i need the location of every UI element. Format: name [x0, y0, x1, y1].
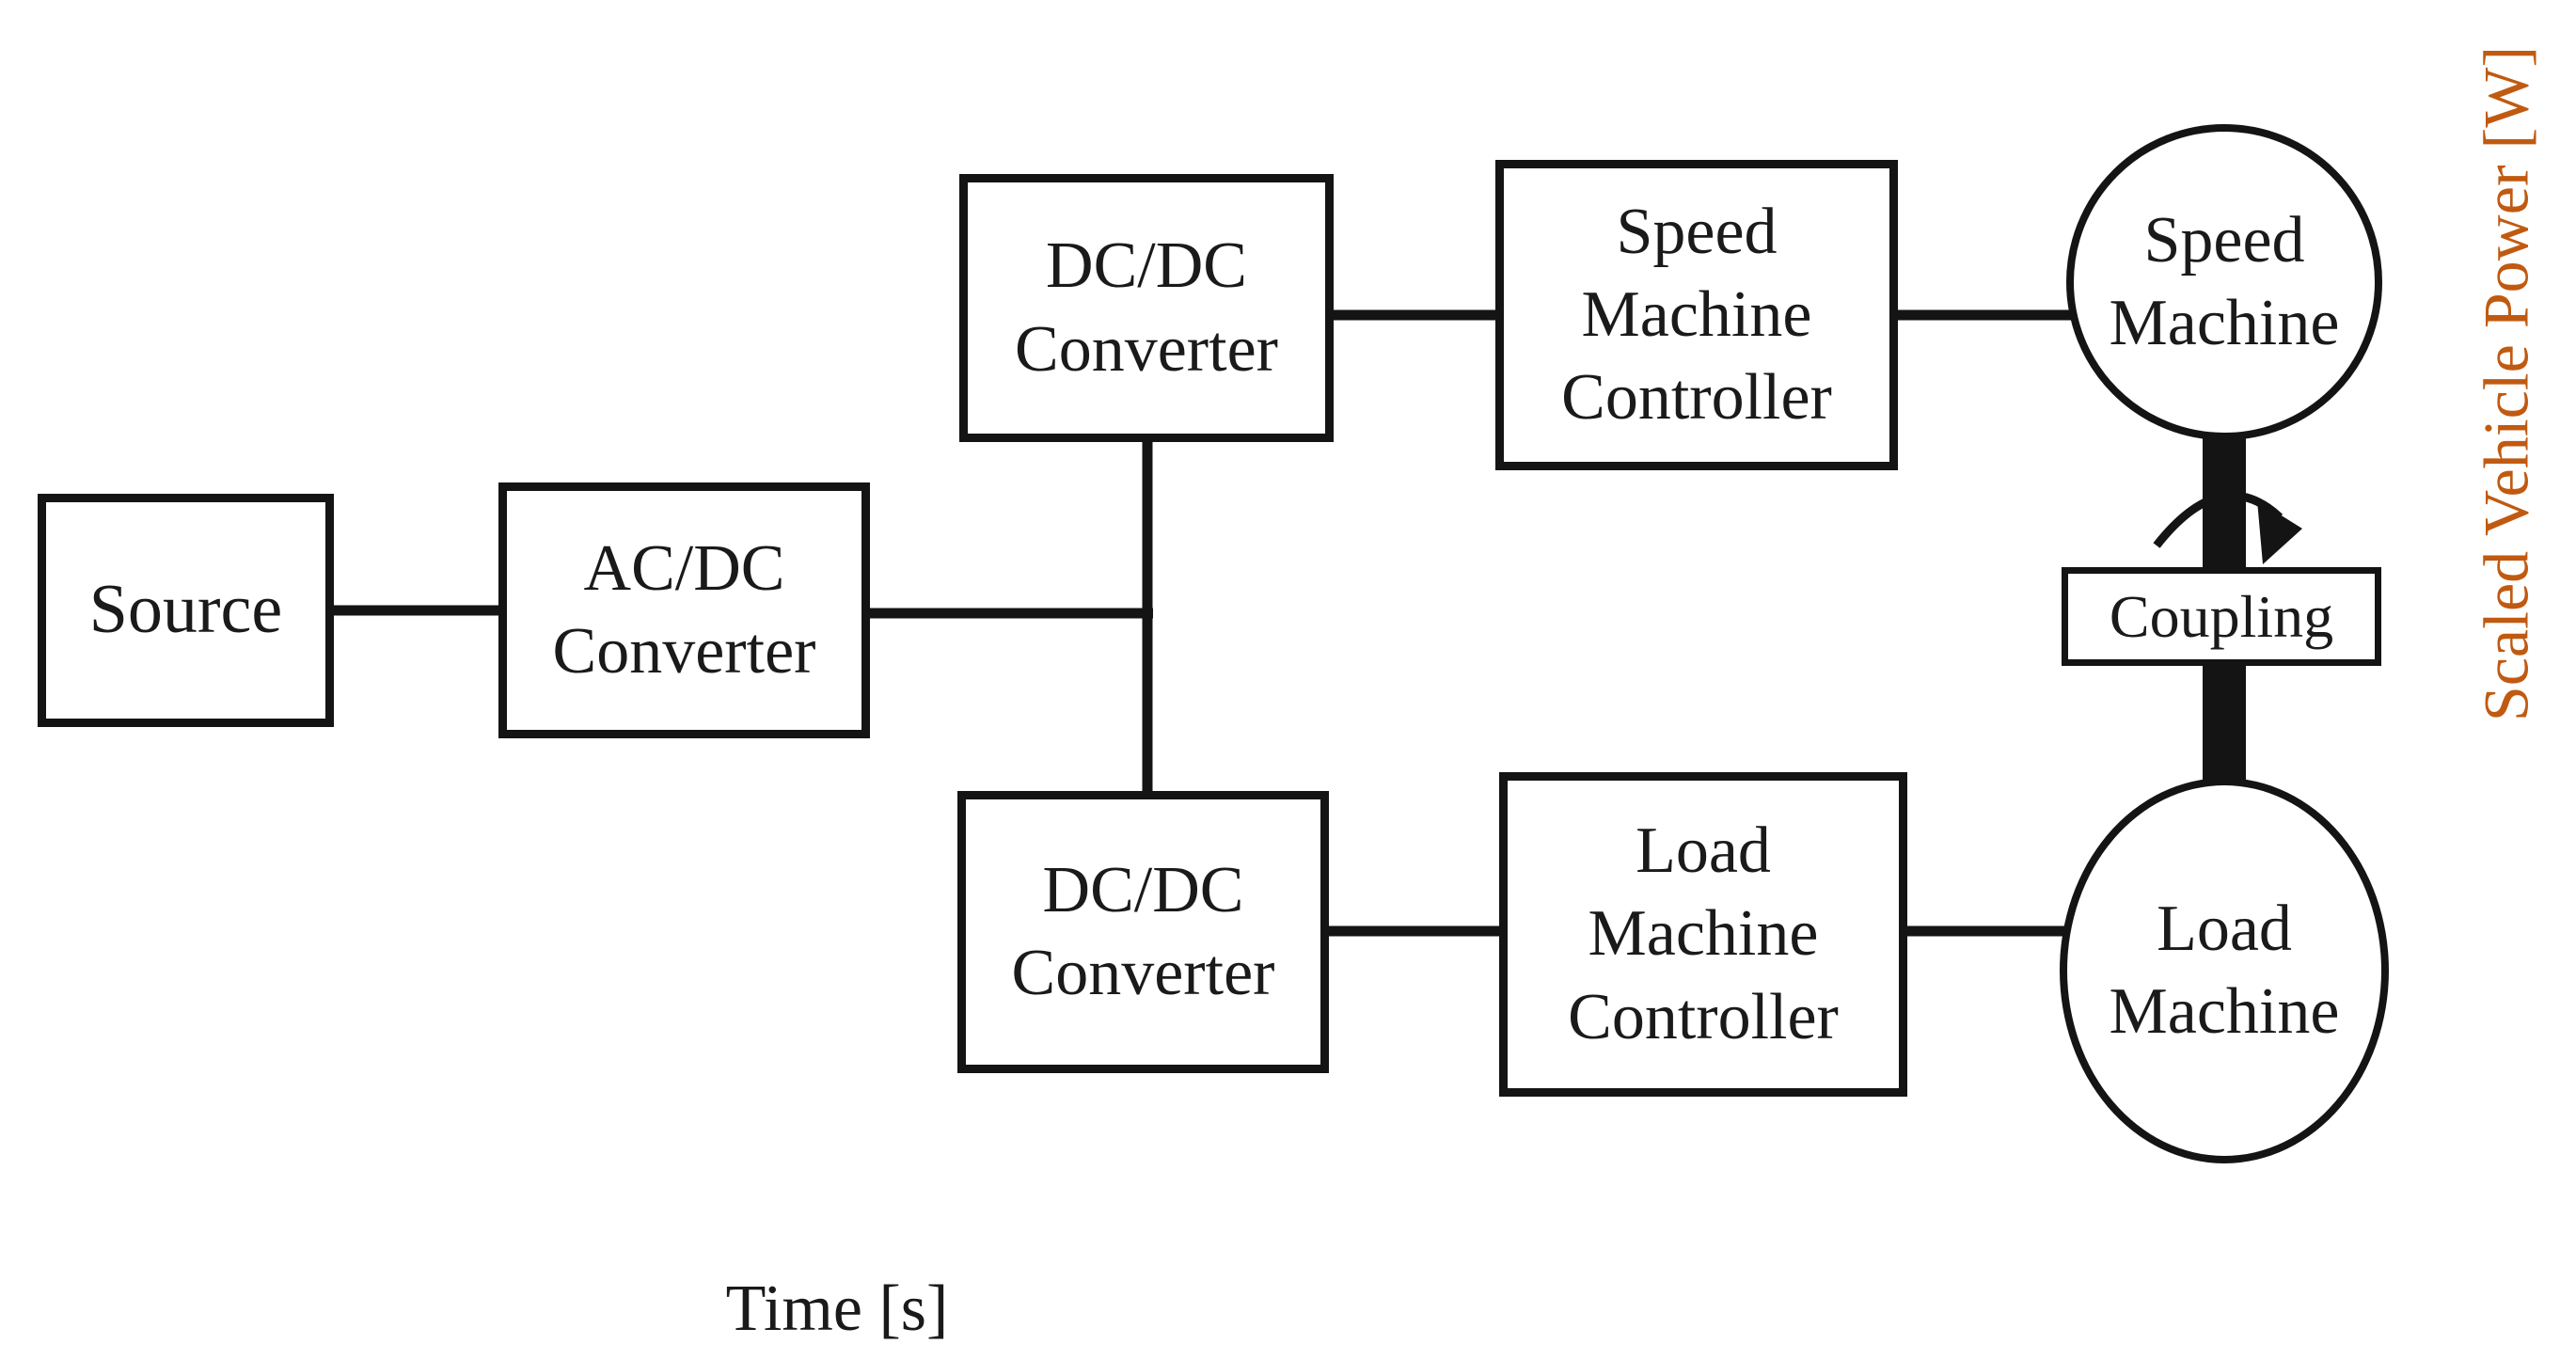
- node-dcdc-converter-bottom: DC/DC Converter: [957, 791, 1329, 1073]
- node-source: Source: [38, 494, 334, 727]
- node-speed-machine: Speed Machine: [2066, 124, 2382, 440]
- node-coupling: Coupling: [2062, 567, 2381, 666]
- node-load-machine: Load Machine: [2060, 778, 2389, 1163]
- rotation-arrowhead-icon: [2257, 500, 2302, 564]
- node-load-machine-controller: Load Machine Controller: [1499, 772, 1907, 1097]
- node-acdc-converter: AC/DC Converter: [498, 482, 870, 738]
- time-axis-label: Time [s]: [725, 1273, 949, 1345]
- node-dcdc-converter-top: DC/DC Converter: [959, 174, 1334, 442]
- node-speed-machine-controller: Speed Machine Controller: [1495, 160, 1898, 470]
- scaled-vehicle-power-axis-label: Scaled Vehicle Power [W]: [2470, 45, 2542, 722]
